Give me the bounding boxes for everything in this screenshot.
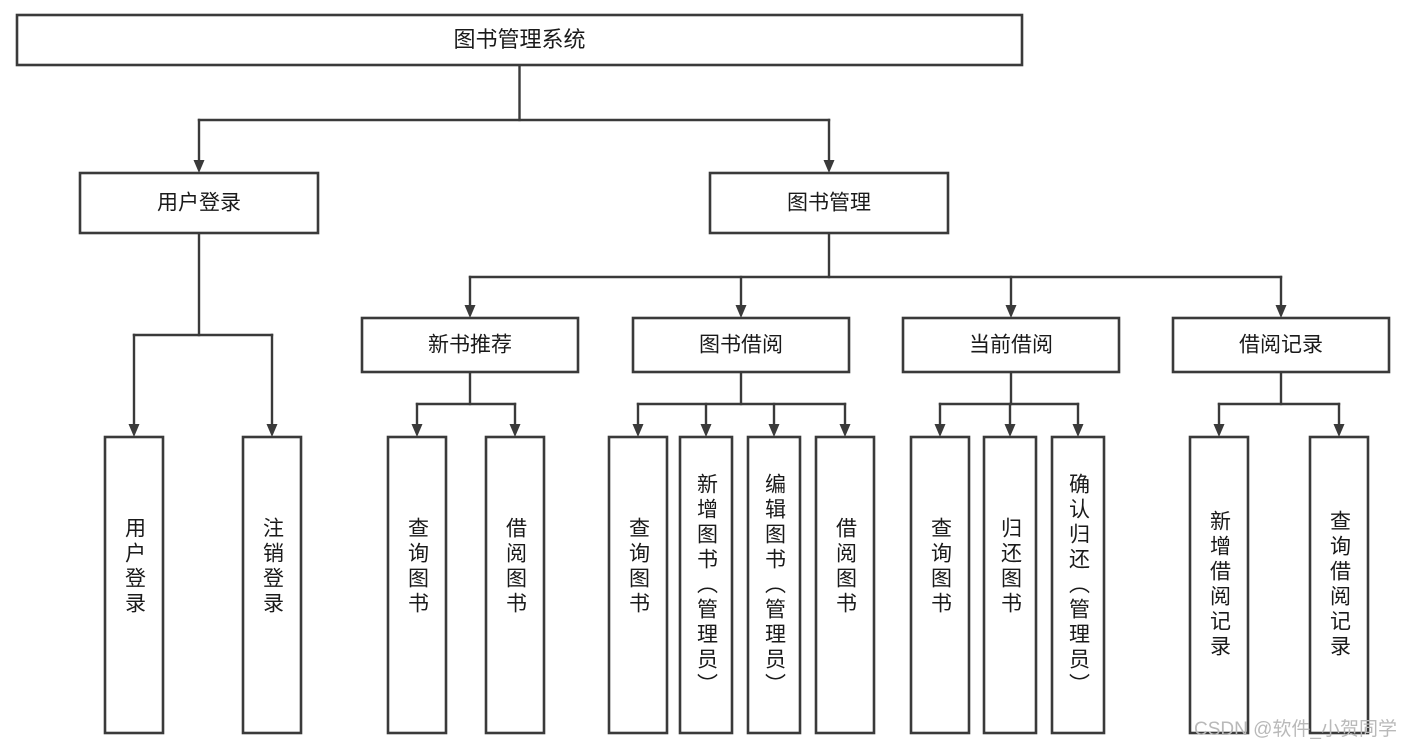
arrow-head (1333, 424, 1345, 437)
arrow-head (1004, 424, 1016, 437)
arrow-head (1005, 305, 1017, 318)
node-box-user-login[interactable] (78, 171, 320, 235)
node-label-book-management: 图书管理 (787, 192, 871, 215)
arrow-head (823, 160, 835, 173)
node-box-new-book-recommend[interactable] (360, 316, 580, 374)
boxes-layer (15, 13, 1391, 735)
arrow-head (1275, 305, 1287, 318)
node-label-book-borrow: 图书借阅 (699, 334, 783, 357)
arrow-head (411, 424, 423, 437)
arrow-head (464, 305, 476, 318)
node-box-leaf-add-borrow-record[interactable] (1188, 435, 1250, 735)
node-label-borrow-record: 借阅记录 (1239, 334, 1323, 357)
arrow-head (632, 424, 644, 437)
node-box-leaf-borrow-book-2[interactable] (814, 435, 876, 735)
node-box-leaf-confirm-return[interactable] (1050, 435, 1106, 735)
arrow-head (700, 424, 712, 437)
node-box-leaf-add-book[interactable] (678, 435, 734, 735)
node-label-new-book-recommend: 新书推荐 (428, 334, 512, 357)
node-box-root[interactable] (15, 13, 1024, 67)
arrow-head (1072, 424, 1084, 437)
node-box-leaf-query-borrow-record[interactable] (1308, 435, 1370, 735)
node-label-user-login: 用户登录 (157, 192, 241, 215)
arrow-head (193, 160, 205, 173)
node-box-leaf-edit-book[interactable] (746, 435, 802, 735)
node-label-root: 图书管理系统 (453, 27, 585, 52)
node-box-leaf-query-book-3[interactable] (909, 435, 971, 735)
node-box-leaf-query-book-2[interactable] (607, 435, 669, 735)
arrow-head (266, 424, 278, 437)
arrow-head (768, 424, 780, 437)
node-box-book-borrow[interactable] (631, 316, 851, 374)
node-box-book-management[interactable] (708, 171, 950, 235)
node-box-leaf-logout-login[interactable] (241, 435, 303, 735)
arrow-head (509, 424, 521, 437)
arrow-head (1213, 424, 1225, 437)
arrow-head (934, 424, 946, 437)
node-box-leaf-borrow-book-1[interactable] (484, 435, 546, 735)
node-box-leaf-user-login[interactable] (103, 435, 165, 735)
arrow-head (128, 424, 140, 437)
arrow-head (735, 305, 747, 318)
node-box-leaf-query-book-1[interactable] (386, 435, 448, 735)
arrow-head (839, 424, 851, 437)
connectors-layer (128, 63, 1345, 437)
node-label-current-borrow: 当前借阅 (969, 334, 1053, 357)
node-box-leaf-return-book[interactable] (982, 435, 1038, 735)
node-box-current-borrow[interactable] (901, 316, 1121, 374)
node-box-borrow-record[interactable] (1171, 316, 1391, 374)
